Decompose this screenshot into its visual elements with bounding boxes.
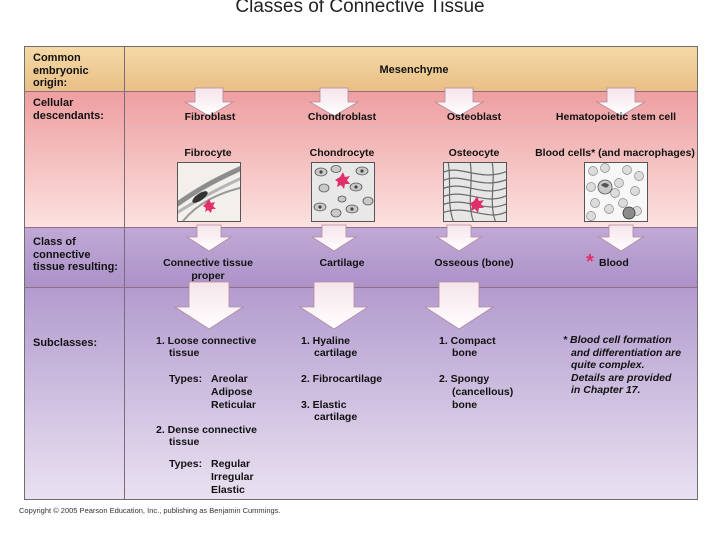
- fibrocyte-label: Fibrocyte: [184, 147, 232, 159]
- blood-cells-image: [584, 162, 648, 222]
- osteoblast-label: Osteoblast: [446, 111, 502, 123]
- note-line: Details are provided: [571, 371, 672, 384]
- spongy-line1: 2. Spongy: [439, 373, 490, 385]
- mesenchyme-label: Mesenchyme: [379, 64, 449, 76]
- arrow: [310, 224, 358, 252]
- dense-type-item: Regular: [211, 458, 251, 470]
- hyaline-line2: cartilage: [314, 347, 358, 359]
- row-label-descendants: Cellular descendants:: [33, 97, 104, 122]
- origin-band: [25, 47, 697, 91]
- arrow: [308, 87, 360, 117]
- blood-label: Blood: [599, 257, 629, 269]
- arrow: [423, 281, 495, 330]
- divider: [25, 287, 697, 288]
- osteocyte-label: Osteocyte: [448, 147, 500, 159]
- ctp-label-line1: Connective tissue: [163, 257, 253, 269]
- note-line: and differentiation are: [571, 346, 682, 359]
- arrow: [298, 281, 370, 330]
- hematopoietic-label: Hematopoietic stem cell: [555, 111, 677, 123]
- dense-types-label: Types:: [169, 458, 203, 470]
- row-label-subclasses: Subclasses:: [33, 337, 98, 349]
- spongy-line2: (cancellous): [452, 386, 514, 398]
- loose-type-item: Areolar: [211, 373, 248, 385]
- subclass-band: [25, 287, 697, 499]
- blood-asterisk: *: [586, 251, 594, 273]
- arrow: [185, 224, 233, 252]
- fibrocartilage-label: 2. Fibrocartilage: [301, 373, 383, 385]
- loose-type-item: Adipose: [211, 386, 253, 398]
- osteocyte-image: [443, 162, 507, 222]
- label-divider: [124, 47, 125, 499]
- bone-label: Osseous (bone): [434, 257, 514, 269]
- note-line: quite complex.: [571, 359, 645, 371]
- hyaline-line1: 1. Hyaline: [301, 335, 351, 347]
- loose-ct-line1: 1. Loose connective: [156, 335, 257, 347]
- loose-types-label: Types:: [169, 373, 203, 385]
- flow-arrows: [173, 87, 647, 330]
- elastic-line1: 3. Elastic: [301, 399, 347, 411]
- arrow: [173, 281, 245, 330]
- copyright-notice: Copyright © 2005 Pearson Education, Inc.…: [19, 506, 281, 515]
- loose-ct-line2: tissue: [169, 347, 200, 359]
- class-band: [25, 227, 697, 287]
- arrow: [597, 224, 645, 252]
- connective-tissue-diagram: Common embryonic origin: Cellular descen…: [24, 46, 698, 500]
- blood-cells-label: Blood cells* (and macrophages): [535, 147, 695, 159]
- chondroblast-label: Chondroblast: [307, 111, 377, 123]
- row-label-class: Class of connective tissue resulting:: [33, 236, 118, 273]
- blood-footnote: * Blood cell formation and differentiati…: [563, 334, 681, 397]
- note-line: * Blood cell formation: [563, 334, 672, 346]
- row-label-origin: Common embryonic origin:: [33, 52, 89, 89]
- divider: [125, 127, 697, 128]
- compact-line1: 1. Compact: [439, 335, 496, 347]
- chondrocyte-image: [311, 162, 375, 222]
- chondrocyte-label: Chondrocyte: [309, 147, 375, 159]
- arrow: [183, 87, 235, 117]
- arrow: [435, 224, 483, 252]
- divider: [25, 91, 697, 92]
- spongy-line3: bone: [452, 399, 478, 411]
- note-line: in Chapter 17.: [571, 384, 641, 396]
- dense-ct-line2: tissue: [169, 436, 200, 448]
- arrow: [433, 87, 485, 117]
- ctp-label-line2: proper: [191, 270, 225, 282]
- loose-type-item: Reticular: [211, 399, 256, 411]
- compact-line2: bone: [452, 347, 478, 359]
- fibrocyte-image: [177, 162, 241, 222]
- dense-type-item: Elastic: [211, 484, 245, 496]
- elastic-line2: cartilage: [314, 411, 358, 423]
- dense-type-item: Irregular: [211, 471, 254, 483]
- divider: [25, 227, 697, 228]
- dense-ct-line1: 2. Dense connective: [156, 424, 257, 436]
- fibroblast-label: Fibroblast: [184, 111, 236, 123]
- arrow: [595, 87, 647, 117]
- cartilage-label: Cartilage: [319, 257, 365, 269]
- slide-title: Classes of Connective Tissue: [235, 0, 485, 17]
